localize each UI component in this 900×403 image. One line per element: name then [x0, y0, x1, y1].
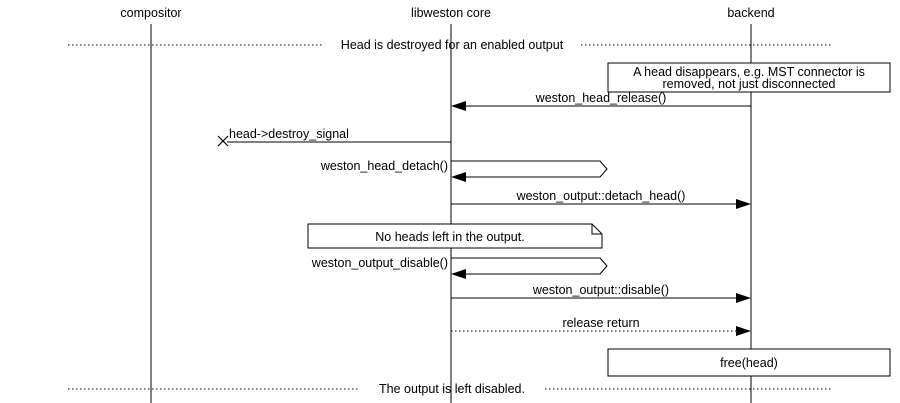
message-release-return-label: release return: [562, 316, 639, 330]
message-weston-output-disable-arrowhead: [736, 293, 751, 303]
message-weston-head-detach-label: weston_head_detach(): [320, 159, 448, 173]
message-head-destroy-signal-label: head->destroy_signal: [229, 127, 349, 141]
note-no-heads-left-fold: [591, 224, 602, 235]
note-free-head-box: [607, 348, 891, 377]
destroy-x-icon-stroke-2: [217, 135, 229, 147]
lifeline-label-compositor: compositor: [120, 6, 181, 20]
note-head-disappears-box: [607, 62, 891, 93]
divider-bottom: The output is left disabled.: [68, 382, 833, 396]
note-free-head-label: free(head): [720, 356, 778, 370]
divider-top: Head is destroyed for an enabled output: [68, 38, 833, 52]
note-no-heads-left-line-1: No heads left in the output.: [375, 230, 524, 244]
message-weston-output-disable-label: weston_output::disable(): [532, 283, 669, 297]
lifeline-label-libweston-core: libweston core: [411, 6, 491, 20]
lifeline-compositor[interactable]: compositor: [120, 6, 182, 403]
message-weston-output-detach-head-label: weston_output::detach_head(): [516, 189, 686, 203]
message-release-return[interactable]: release return: [451, 316, 751, 336]
message-weston-head-detach-arrowhead: [451, 172, 466, 182]
message-weston-head-detach-loop: [451, 160, 608, 178]
message-weston-output-disable-call-arrowhead: [451, 269, 466, 279]
note-head-disappears-line-1: A head disappears, e.g. MST connector is: [633, 65, 865, 79]
message-weston-head-release-label: weston_head_release(): [535, 91, 667, 105]
note-no-heads-left: No heads left in the output.: [307, 223, 603, 249]
divider-bottom-label: The output is left disabled.: [379, 382, 525, 396]
message-weston-output-disable-call-label: weston_output_disable(): [311, 256, 448, 270]
lifeline-libweston-core[interactable]: libweston core: [411, 6, 491, 403]
message-weston-head-release[interactable]: weston_head_release(): [451, 91, 751, 111]
message-head-destroy-signal[interactable]: head->destroy_signal: [217, 127, 451, 147]
message-weston-output-detach-head-arrowhead: [736, 199, 751, 209]
note-no-heads-left-box: [307, 223, 603, 249]
divider-top-label: Head is destroyed for an enabled output: [341, 38, 564, 52]
message-weston-output-disable-call-loop: [451, 257, 608, 275]
message-weston-head-detach[interactable]: weston_head_detach(): [320, 159, 608, 182]
message-weston-head-release-arrowhead: [451, 101, 466, 111]
note-free-head: free(head): [607, 348, 891, 377]
message-weston-output-detach-head[interactable]: weston_output::detach_head(): [451, 189, 751, 209]
message-weston-output-disable-call[interactable]: weston_output_disable(): [311, 256, 608, 279]
note-head-disappears-line-2: removed, not just disconnected: [662, 77, 835, 91]
note-head-disappears: A head disappears, e.g. MST connector is…: [607, 62, 891, 93]
message-release-return-arrowhead: [736, 326, 751, 336]
message-weston-output-disable[interactable]: weston_output::disable(): [451, 283, 751, 303]
lifeline-label-backend: backend: [727, 6, 774, 20]
